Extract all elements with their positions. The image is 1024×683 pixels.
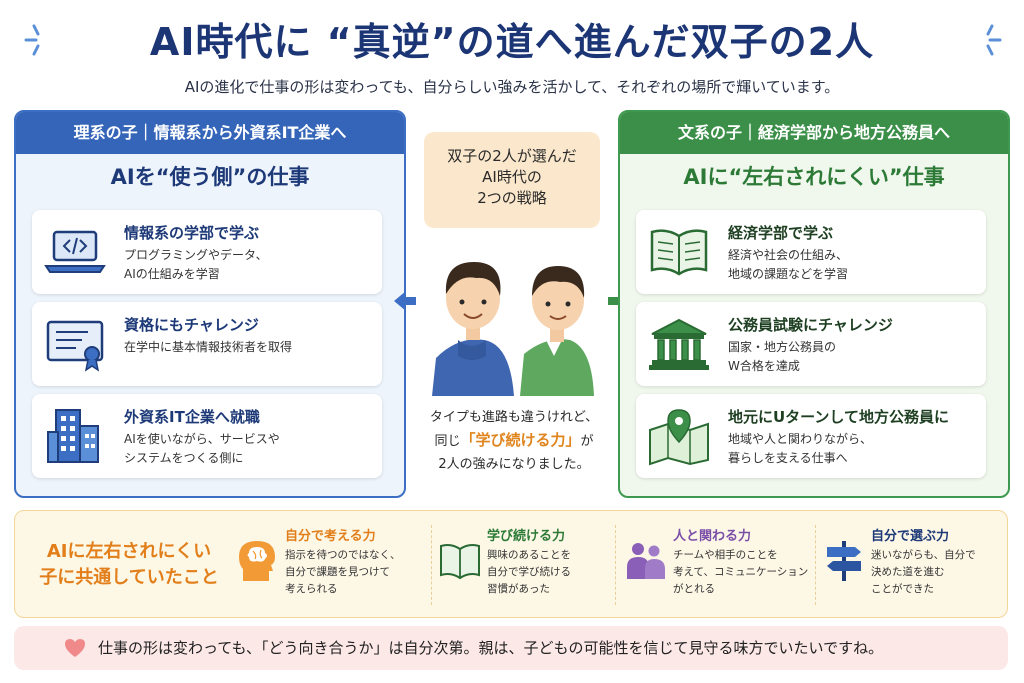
trait-description: 迷いながらも、自分で 決めた道を進む ことができた xyxy=(871,549,976,595)
laptop-code-icon xyxy=(42,222,108,282)
footer-text: 仕事の形は変わっても、「どう向き合うか」は自分次第。親は、子どもの可能性を信じて… xyxy=(98,639,884,657)
caption-highlight: 「学び続ける力」 xyxy=(460,431,581,449)
card-description: プログラミングやデータ、 AIの仕組みを学習 xyxy=(124,248,268,281)
page-subtitle: AIの進化で仕事の形は変わっても、自分らしい強みを活かして、それぞれの場所で輝い… xyxy=(184,78,840,96)
sparkle-right-icon xyxy=(964,20,1004,60)
card-description: 在学中に基本情報技術者を取得 xyxy=(124,340,293,354)
open-book-icon xyxy=(646,222,712,282)
science-card-job: 外資系IT企業へ就職 AIを使いながら、サービスや システムをつくる側に xyxy=(32,394,382,478)
trait-description: 興味のあることを 自分で学び続ける 習慣があった xyxy=(487,549,571,595)
trait-learning: 学び続ける力 興味のあることを 自分で学び続ける 習慣があった xyxy=(439,523,629,609)
humanities-card-job: 地元にUターンして地方公務員に 地域や人と関わりながら、 暮らしを支える仕事へ xyxy=(636,394,986,478)
government-building-icon xyxy=(646,314,712,374)
sparkle-left-icon xyxy=(22,20,62,60)
twins-illustration xyxy=(428,236,600,396)
science-child-panel: 理系の子｜情報系から外資系IT企業へ AIを“使う側”の仕事 情報系の学部で学ぶ… xyxy=(14,110,406,498)
card-title: 公務員試験にチャレンジ xyxy=(728,316,893,334)
center-caption: タイプも進路も違うけれど、 同じ「学び続ける力」が 2人の強みになりました。 xyxy=(414,406,614,476)
card-description: AIを使いながら、サービスや システムをつくる側に xyxy=(124,432,280,465)
card-title: 資格にもチャレンジ xyxy=(124,316,259,334)
card-title: 情報系の学部で学ぶ xyxy=(124,224,260,242)
trait-title: 人と関わる力 xyxy=(673,529,752,544)
humanities-panel-header: 文系の子｜経済学部から地方公務員へ xyxy=(620,112,1008,154)
trait-description: 指示を待つのではなく、 自分で課題を見つけて 考えられる xyxy=(285,549,401,595)
trait-divider xyxy=(815,525,816,605)
trait-choosing: 自分で選ぶ力 迷いながらも、自分で 決めた道を進む ことができた xyxy=(823,523,1013,609)
trait-thinking: 自分で考える力 指示を待つのではなく、 自分で課題を見つけて 考えられる xyxy=(237,523,427,609)
book-icon xyxy=(439,537,481,583)
caption-line: 2人の強みになりました。 xyxy=(438,457,590,472)
science-card-certification: 資格にもチャレンジ 在学中に基本情報技術者を取得 xyxy=(32,302,382,386)
caption-line: タイプも進路も違うけれど、 xyxy=(429,410,599,425)
card-description: 地域や人と関わりながら、 暮らしを支える仕事へ xyxy=(728,432,873,465)
humanities-card-study: 経済学部で学ぶ 経済や社会の仕組み、 地域の課題などを学習 xyxy=(636,210,986,294)
caption-text: 同じ xyxy=(434,434,461,449)
science-panel-subheading: AIを“使う側”の仕事 xyxy=(110,165,310,189)
strategy-callout: 双子の2人が選んだ AI時代の 2つの戦略 xyxy=(424,132,600,228)
head-brain-icon xyxy=(237,537,279,583)
trait-title: 自分で選ぶ力 xyxy=(871,529,950,544)
trait-title: 学び続ける力 xyxy=(487,529,566,544)
page-title: AI時代に “真逆”の道へ進んだ双子の2人 xyxy=(149,20,875,64)
common-traits-title: AIに左右されにくい 子に共通していたこと xyxy=(39,541,219,588)
heart-icon xyxy=(64,638,86,658)
footer-message-bar: 仕事の形は変わっても、「どう向き合うか」は自分次第。親は、子どもの可能性を信じて… xyxy=(14,626,1008,670)
science-panel-header: 理系の子｜情報系から外資系IT企業へ xyxy=(16,112,404,154)
card-description: 国家・地方公務員の W合格を達成 xyxy=(728,340,837,373)
humanities-child-panel: 文系の子｜経済学部から地方公務員へ AIに“左右されにくい”仕事 経済学部で学ぶ… xyxy=(618,110,1010,498)
common-traits-band: AIに左右されにくい 子に共通していたこと 自分で考える力 指示を待つのではなく… xyxy=(14,510,1008,618)
trait-description: チームや相手のことを 考えて、コミュニケーション がとれる xyxy=(673,549,809,595)
card-title: 経済学部で学ぶ xyxy=(728,224,834,242)
trait-title: 自分で考える力 xyxy=(285,529,376,544)
office-building-icon xyxy=(42,406,108,466)
humanities-card-exam: 公務員試験にチャレンジ 国家・地方公務員の W合格を達成 xyxy=(636,302,986,386)
signpost-icon xyxy=(823,537,865,583)
card-description: 経済や社会の仕組み、 地域の課題などを学習 xyxy=(728,248,849,281)
arrow-left-icon xyxy=(392,288,418,314)
caption-text: が xyxy=(580,434,594,449)
map-pin-icon xyxy=(646,406,712,466)
certificate-icon xyxy=(42,314,108,374)
trait-divider xyxy=(615,525,616,605)
card-title: 地元にUターンして地方公務員に xyxy=(728,408,949,426)
science-card-study: 情報系の学部で学ぶ プログラミングやデータ、 AIの仕組みを学習 xyxy=(32,210,382,294)
people-icon xyxy=(625,537,667,583)
card-title: 外資系IT企業へ就職 xyxy=(124,408,260,426)
caption-line: 同じ「学び続ける力」が xyxy=(414,429,614,453)
trait-divider xyxy=(431,525,432,605)
trait-relationships: 人と関わる力 チームや相手のことを 考えて、コミュニケーション がとれる xyxy=(625,523,815,609)
humanities-panel-subheading: AIに“左右されにくい”仕事 xyxy=(683,165,945,189)
